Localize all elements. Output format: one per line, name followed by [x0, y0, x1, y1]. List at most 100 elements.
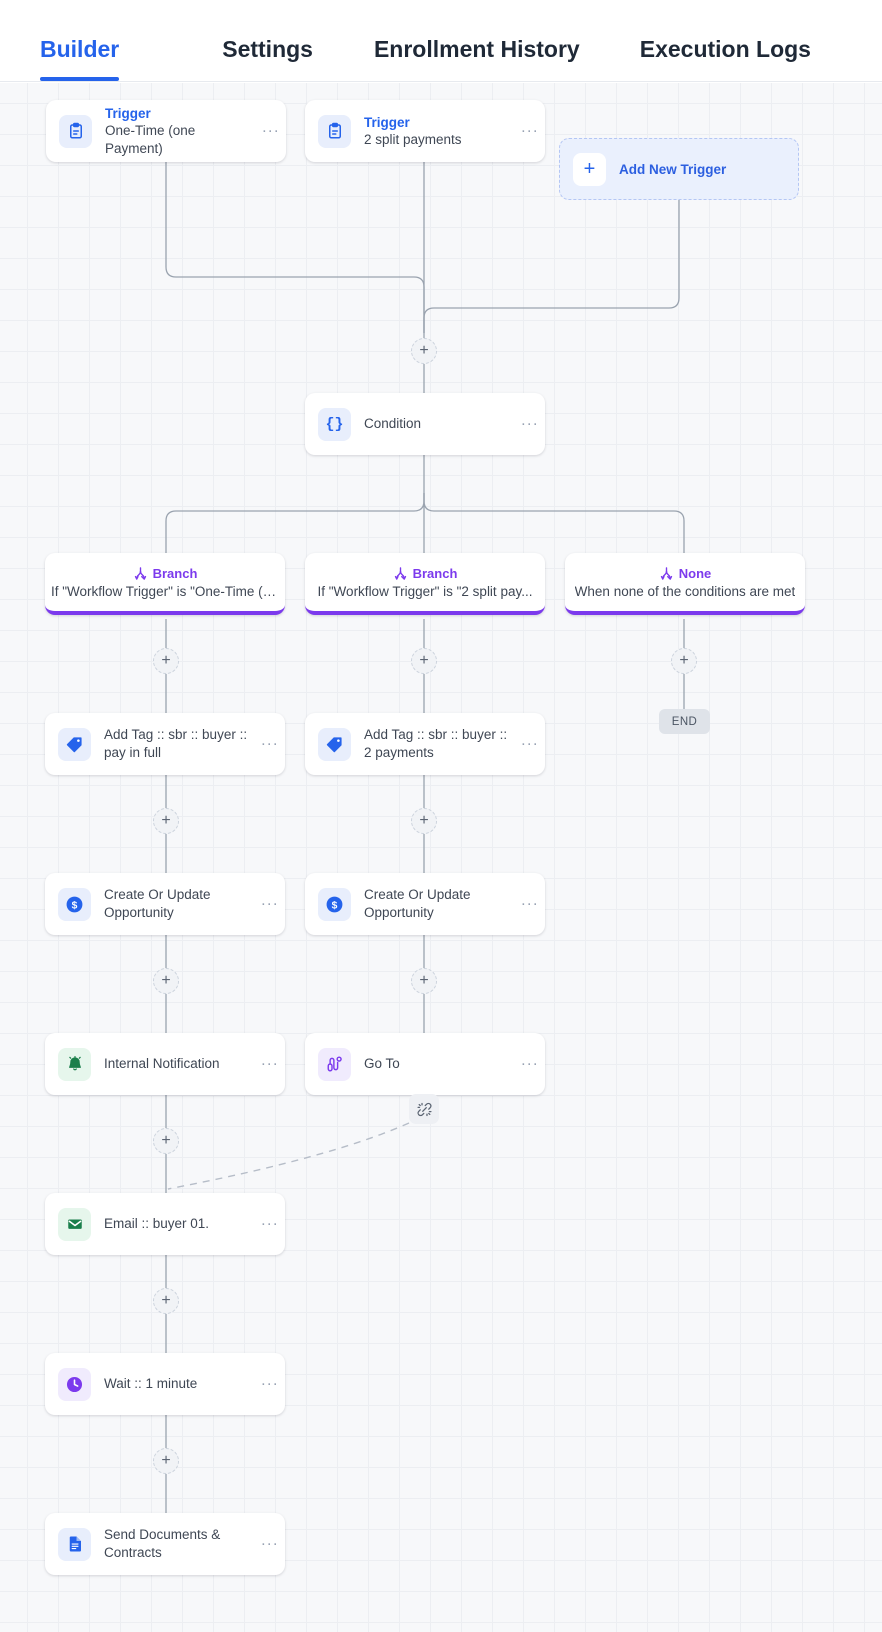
tab-bar: Builder Settings Enrollment History Exec… [0, 0, 882, 82]
branch-node-none[interactable]: None When none of the conditions are met [565, 553, 805, 615]
workflow-canvas[interactable]: Trigger One-Time (one Payment) ... Trigg… [0, 83, 882, 1632]
condition-node[interactable]: {} Condition ... [305, 393, 545, 455]
action-node-internal-notification[interactable]: Internal Notification ... [45, 1033, 285, 1095]
branch-title: None [678, 565, 712, 581]
trigger-node-one-time[interactable]: Trigger One-Time (one Payment) ... [46, 100, 286, 162]
add-step-button[interactable]: + [153, 1288, 179, 1314]
add-step-button[interactable]: + [411, 808, 437, 834]
bell-icon [58, 1047, 91, 1081]
action-node-send-documents-contracts[interactable]: Send Documents & Contracts ... [45, 1513, 285, 1575]
trigger-node-split-payments[interactable]: Trigger 2 split payments ... [305, 100, 545, 162]
add-step-button[interactable]: + [153, 648, 179, 674]
branch-title: Branch [412, 565, 458, 581]
document-icon [58, 1527, 91, 1561]
node-label: Add Tag :: sbr :: buyer :: 2 payments [364, 727, 508, 760]
plus-icon: + [573, 152, 606, 186]
add-step-button[interactable]: + [411, 648, 437, 674]
add-step-button[interactable]: + [153, 1128, 179, 1154]
branch-description: If "Workflow Trigger" is "2 split pay... [317, 583, 533, 599]
trigger-text: Trigger One-Time (one Payment) [105, 105, 256, 158]
tab-builder[interactable]: Builder [40, 36, 120, 81]
node-menu-button[interactable]: ... [521, 892, 539, 909]
tag-icon [318, 727, 351, 761]
node-menu-button[interactable]: ... [261, 1212, 279, 1229]
workflow-edges [165, 162, 685, 1513]
node-menu-button[interactable]: ... [521, 412, 539, 429]
node-text: Wait :: 1 minute [104, 1375, 255, 1393]
node-menu-button[interactable]: ... [261, 1372, 279, 1389]
node-menu-button[interactable]: ... [261, 892, 279, 909]
node-menu-button[interactable]: ... [261, 1532, 279, 1549]
action-node-create-update-opportunity-2[interactable]: $ Create Or Update Opportunity ... [305, 873, 545, 935]
envelope-icon [58, 1207, 91, 1241]
branch-fork-icon [660, 566, 672, 580]
svg-text:$: $ [332, 900, 338, 911]
branch-header: None [659, 565, 712, 581]
branch-title: Branch [152, 565, 198, 581]
node-menu-button[interactable]: ... [521, 1052, 539, 1069]
node-label: Email :: buyer 01. [104, 1216, 210, 1231]
end-badge: END [659, 709, 710, 734]
trigger-title: Trigger [105, 105, 151, 121]
dollar-circle-icon: $ [318, 887, 351, 921]
add-new-trigger-button[interactable]: + Add New Trigger [559, 138, 799, 200]
branch-node-split-payments[interactable]: Branch If "Workflow Trigger" is "2 split… [305, 553, 545, 615]
svg-text:$: $ [72, 900, 78, 911]
node-menu-button[interactable]: ... [262, 119, 280, 136]
dollar-circle-icon: $ [58, 887, 91, 921]
node-text: Go To [364, 1055, 515, 1073]
branch-fork-icon [134, 566, 146, 580]
action-node-create-update-opportunity-1[interactable]: $ Create Or Update Opportunity ... [45, 873, 285, 935]
node-menu-button[interactable]: ... [261, 1052, 279, 1069]
node-menu-button[interactable]: ... [521, 732, 539, 749]
action-node-go-to[interactable]: Go To ... [305, 1033, 545, 1095]
broken-link-icon[interactable] [409, 1094, 439, 1124]
branch-description: If "Workflow Trigger" is "One-Time (o... [51, 583, 279, 599]
node-label: Create Or Update Opportunity [104, 887, 211, 920]
add-step-button[interactable]: + [153, 1448, 179, 1474]
clock-icon [58, 1367, 91, 1401]
action-node-add-tag-pay-in-full[interactable]: Add Tag :: sbr :: buyer :: pay in full .… [45, 713, 285, 775]
action-node-email-buyer-01[interactable]: Email :: buyer 01. ... [45, 1193, 285, 1255]
node-text: Create Or Update Opportunity [104, 886, 255, 922]
tab-enrollment-history[interactable]: Enrollment History [373, 36, 580, 62]
add-step-button[interactable]: + [411, 968, 437, 994]
action-node-add-tag-2-payments[interactable]: Add Tag :: sbr :: buyer :: 2 payments ..… [305, 713, 545, 775]
node-label: Go To [364, 1056, 400, 1071]
node-text: Add Tag :: sbr :: buyer :: 2 payments [364, 726, 515, 762]
branch-fork-icon [394, 566, 406, 580]
node-label: Internal Notification [104, 1056, 220, 1071]
node-label: Add Tag :: sbr :: buyer :: pay in full [104, 727, 248, 760]
trigger-title: Trigger [364, 114, 410, 130]
clipboard-icon [318, 114, 351, 148]
add-step-button[interactable]: + [411, 338, 437, 364]
tab-settings[interactable]: Settings [222, 36, 313, 62]
node-text: Email :: buyer 01. [104, 1215, 255, 1233]
add-step-button[interactable]: + [671, 648, 697, 674]
trigger-subtitle: 2 split payments [364, 131, 462, 147]
branch-node-one-time[interactable]: Branch If "Workflow Trigger" is "One-Tim… [45, 553, 285, 615]
condition-text: Condition [364, 415, 515, 433]
condition-label: Condition [364, 416, 422, 431]
action-node-wait[interactable]: Wait :: 1 minute ... [45, 1353, 285, 1415]
add-new-trigger-label: Add New Trigger [619, 161, 727, 177]
tab-execution-logs[interactable]: Execution Logs [639, 36, 811, 62]
clipboard-icon [59, 114, 92, 148]
branch-description: When none of the conditions are met [574, 583, 796, 599]
node-label: Create Or Update Opportunity [364, 887, 471, 920]
trigger-text: Trigger 2 split payments [364, 114, 515, 149]
add-step-button[interactable]: + [153, 808, 179, 834]
node-menu-button[interactable]: ... [261, 732, 279, 749]
node-text: Send Documents & Contracts [104, 1526, 255, 1562]
branch-header: Branch [133, 565, 198, 581]
add-step-button[interactable]: + [153, 968, 179, 994]
tag-icon [58, 727, 91, 761]
goto-path-icon [318, 1047, 351, 1081]
trigger-subtitle: One-Time (one Payment) [105, 122, 196, 156]
node-text: Add Tag :: sbr :: buyer :: pay in full [104, 726, 255, 762]
node-text: Internal Notification [104, 1055, 255, 1073]
braces-icon: {} [318, 407, 351, 441]
node-menu-button[interactable]: ... [521, 119, 539, 136]
node-text: Create Or Update Opportunity [364, 886, 515, 922]
